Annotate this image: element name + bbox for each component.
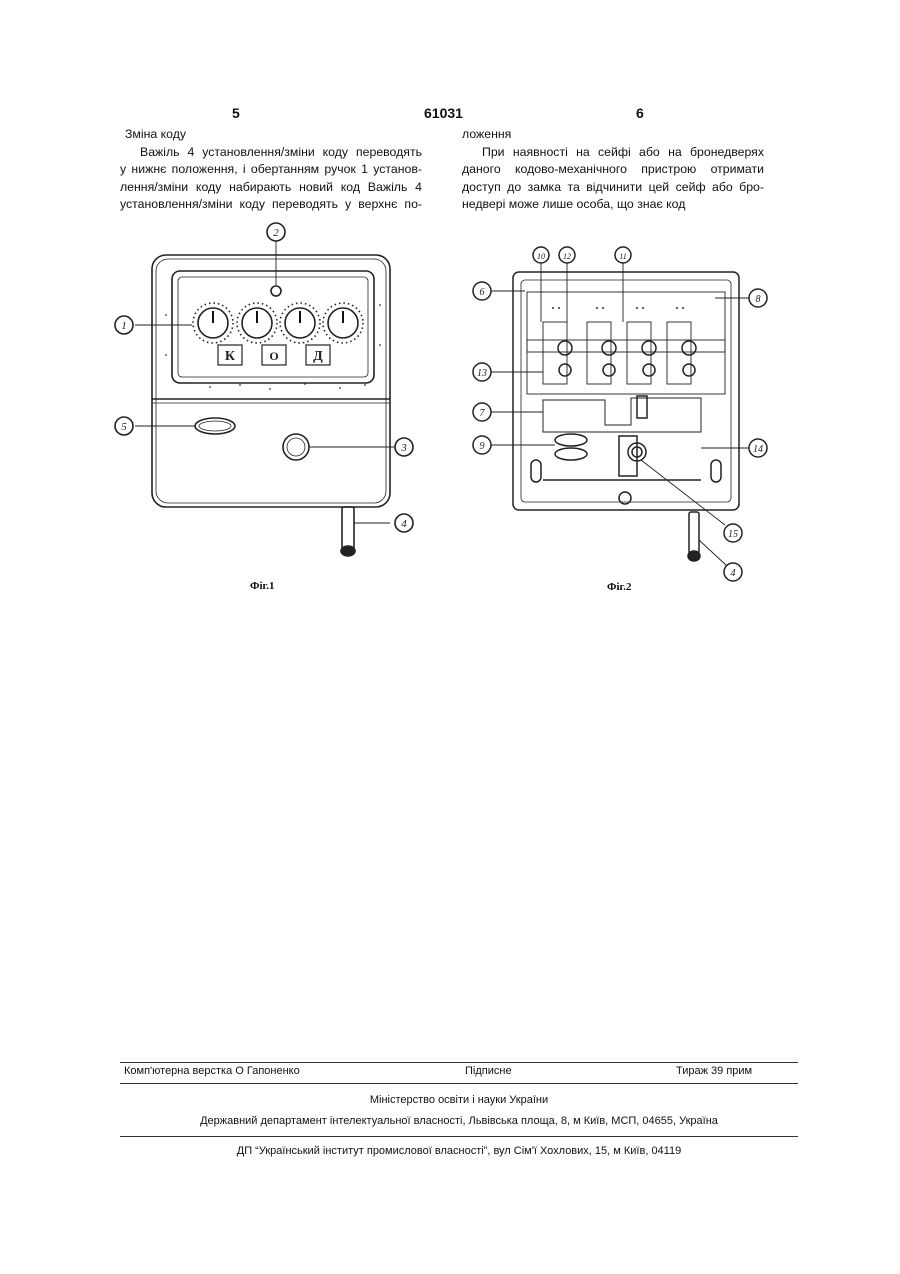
footer-signed: Підписне bbox=[465, 1065, 512, 1077]
patent-number: 61031 bbox=[424, 105, 463, 121]
figure-label: 4 bbox=[401, 518, 407, 530]
footer-rule bbox=[120, 1136, 798, 1137]
page-number-right: 6 bbox=[636, 105, 644, 121]
footer-ministry: Міністерство освіти і науки України bbox=[120, 1094, 798, 1106]
figure-2-caption: Фіг.2 bbox=[607, 581, 632, 593]
figure-label: 1 bbox=[121, 320, 127, 332]
footer-circulation: Тираж 39 прим bbox=[676, 1065, 752, 1077]
footer-department: Державний департамент інтелектуальної вл… bbox=[120, 1115, 798, 1127]
panel-letter: Д bbox=[313, 349, 323, 364]
figure-label: 11 bbox=[619, 252, 626, 261]
right-column: ложення При наявності на сейфі або на бр… bbox=[462, 126, 764, 214]
figure-1-caption: Фіг.1 bbox=[250, 580, 275, 592]
left-column: Зміна коду Важіль 4 установлення/зміни к… bbox=[120, 126, 422, 214]
text-line: даного кодово-механічного пристрою отрим… bbox=[462, 161, 764, 179]
section-heading: Зміна коду bbox=[120, 126, 422, 144]
figure-label: 15 bbox=[728, 529, 738, 540]
figure-label: 13 bbox=[477, 368, 487, 379]
figure-label: 6 bbox=[480, 287, 485, 298]
figure-label: 4 bbox=[731, 568, 736, 579]
figure-1-drawing: К О Д 1 2 3 4 5 bbox=[100, 215, 430, 595]
figure-label: 10 bbox=[537, 252, 545, 261]
text-line: Важіль 4 установлення/зміни коду перевод… bbox=[120, 144, 422, 162]
figure-label: 9 bbox=[480, 441, 485, 452]
footer-rule bbox=[120, 1062, 798, 1063]
text-line: у нижнє положення, і обертанням ручок 1 … bbox=[120, 161, 422, 179]
figure-label: 3 bbox=[400, 442, 407, 454]
text-line: установлення/зміни коду переводять у вер… bbox=[120, 196, 422, 214]
text-line: лення/зміни коду набирають новий код Важ… bbox=[120, 179, 422, 197]
figure-2-drawing: 6 8 10 12 11 13 7 9 14 15 4 bbox=[465, 240, 775, 585]
figure-label: 2 bbox=[273, 227, 279, 239]
text-line: При наявності на сейфі або на бронедверя… bbox=[462, 144, 764, 162]
panel-letter: К bbox=[225, 349, 236, 364]
figure-label: 8 bbox=[756, 294, 761, 305]
footer-layout: Комп'ютерна верстка О Гапоненко bbox=[124, 1065, 300, 1077]
page-number-left: 5 bbox=[232, 105, 240, 121]
figure-label: 12 bbox=[563, 252, 571, 261]
footer-institute: ДП “Український інститут промислової вла… bbox=[120, 1145, 798, 1157]
panel-letter: О bbox=[269, 349, 278, 363]
figure-label: 5 bbox=[121, 421, 127, 433]
figure-label: 7 bbox=[480, 408, 486, 419]
text-line: недвері може лише особа, що знає код bbox=[462, 196, 764, 214]
text-line: доступ до замка та відчинити цей сейф аб… bbox=[462, 179, 764, 197]
figure-label: 14 bbox=[753, 444, 763, 455]
footer-rule bbox=[120, 1083, 798, 1084]
text-line: ложення bbox=[462, 126, 764, 144]
